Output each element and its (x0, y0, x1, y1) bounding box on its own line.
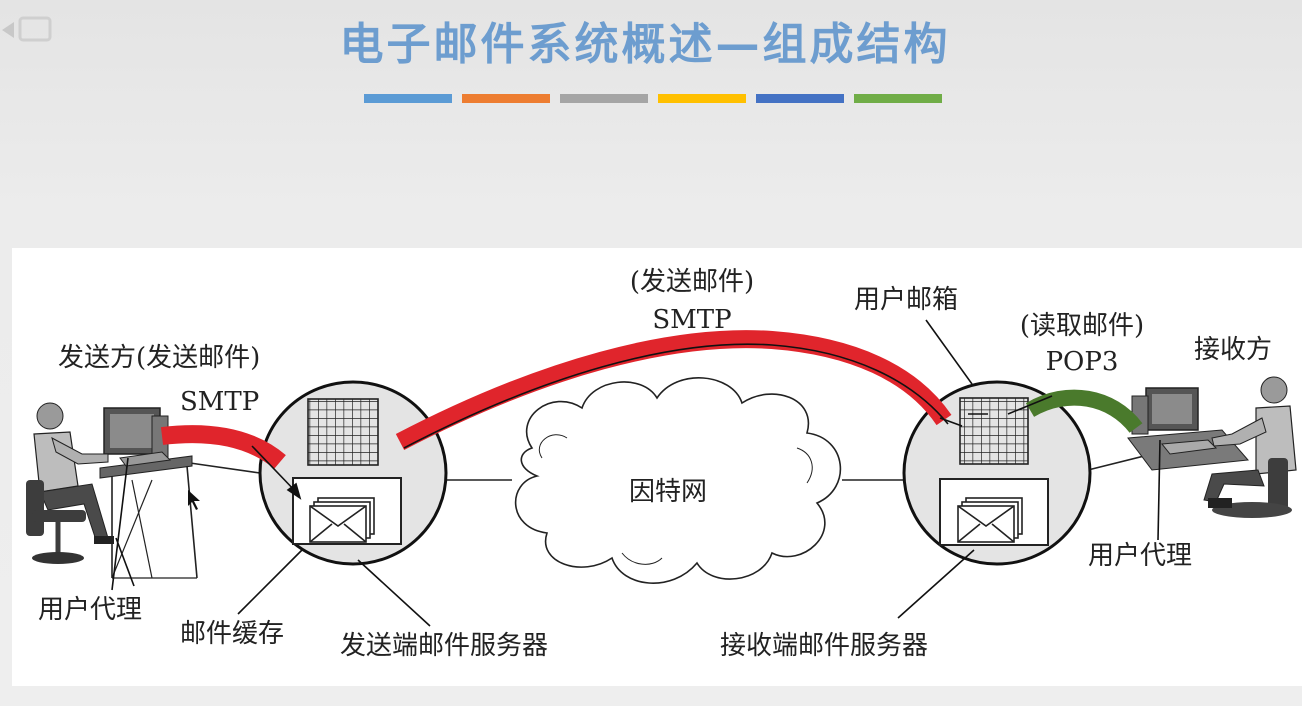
accent-bars (364, 94, 942, 103)
cursor-icon (188, 490, 200, 510)
sender-protocol-label: SMTP (180, 387, 260, 417)
send-path-protocol-label: SMTP (652, 305, 732, 335)
network-lines (189, 455, 1145, 481)
accent-bar (756, 94, 844, 103)
left-user-agent-label: 用户代理 (38, 595, 143, 625)
sender-label: 发送方(发送邮件) (58, 343, 261, 373)
envelope-stack-icon (957, 497, 1023, 543)
user-mailbox-label: 用户邮箱 (854, 285, 959, 315)
user-mailbox-icon (959, 397, 1029, 465)
send-path-label: (发送邮件) (629, 267, 755, 297)
receiving-server-label: 接收端邮件服务器 (720, 631, 929, 661)
smtp-paths (160, 330, 952, 470)
pop3-path (1025, 389, 1143, 434)
accent-bar (658, 94, 746, 103)
receiver-label: 接收方 (1194, 335, 1273, 365)
receiving-mail-server (902, 380, 1092, 566)
diagram-panel: 发送方(发送邮件) SMTP (发送邮件) SMTP 用户邮箱 (读取邮件) P… (12, 248, 1302, 686)
sending-server-label: 发送端邮件服务器 (340, 631, 549, 661)
accent-bar (462, 94, 550, 103)
internet-label: 因特网 (628, 477, 707, 507)
email-system-diagram (26, 319, 1297, 627)
read-path-protocol-label: POP3 (1045, 347, 1119, 377)
right-user-agent-label: 用户代理 (1088, 541, 1193, 571)
internet-cloud-icon (514, 377, 842, 584)
read-path-label: (读取邮件) (1019, 311, 1145, 341)
sender-user-icon (26, 402, 198, 579)
pointer-lines (111, 319, 1161, 627)
accent-bar (364, 94, 452, 103)
grid-icon (307, 398, 379, 466)
slide-title: 电子邮件系统概述—组成结构 (339, 19, 951, 70)
watermark-logo (2, 16, 52, 42)
accent-bar (854, 94, 942, 103)
envelope-stack-icon (309, 497, 375, 543)
mail-cache-label: 邮件缓存 (180, 619, 285, 649)
sending-mail-server (258, 380, 448, 566)
accent-bar (560, 94, 648, 103)
receiver-user-icon (1127, 376, 1297, 518)
